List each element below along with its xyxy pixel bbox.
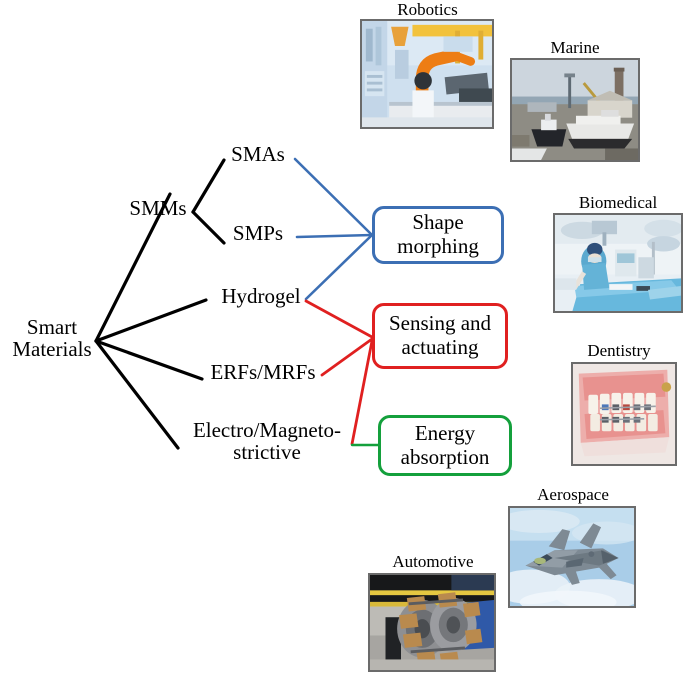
caption-robotics: Robotics (397, 0, 458, 19)
branch-smms-to-smps (191, 210, 226, 245)
photo-marine (510, 58, 640, 162)
photo-biomedical (553, 213, 683, 313)
node-smart-materials: Smart Materials (12, 315, 92, 362)
link-erfs-mrfs-to-sensing (320, 337, 374, 377)
link-smas-to-shape-morphing (293, 157, 374, 237)
link-hydrogel-to-sensing (304, 299, 374, 339)
caption-automotive: Automotive (392, 552, 474, 571)
photo-robotics (360, 19, 494, 129)
node-erfs-mrfs: ERFs/MRFs (210, 360, 316, 384)
photo-automotive (368, 573, 496, 672)
caption-dentistry: Dentistry (587, 341, 651, 360)
node-smps: SMPs (232, 221, 284, 245)
link-electro-to-sensing (350, 339, 374, 446)
caption-aerospace: Aerospace (537, 485, 609, 504)
link-hydrogel-to-shape-morphing (304, 233, 374, 301)
branch-root-to-electro (94, 339, 180, 450)
node-hydrogel: Hydrogel (221, 284, 301, 308)
node-electro-magnetostrictive: Electro/Magneto- strictive (192, 418, 342, 465)
box-sensing-and-actuating[interactable]: Sensing and actuating (372, 303, 508, 369)
branch-root-to-erfs-mrfs (94, 339, 204, 381)
box-energy-absorption[interactable]: Energy absorption (378, 415, 512, 476)
photo-dentistry (571, 362, 677, 466)
caption-marine: Marine (550, 38, 600, 57)
caption-biomedical: Biomedical (578, 193, 658, 212)
box-shape-morphing[interactable]: Shape morphing (372, 206, 504, 264)
branch-smms-to-smas (191, 158, 226, 214)
link-smps-to-shape-morphing (295, 233, 374, 239)
branch-root-to-hydrogel (94, 298, 208, 343)
node-smms: SMMs (129, 196, 187, 220)
node-smas: SMAs (231, 142, 285, 166)
photo-aerospace (508, 506, 636, 608)
